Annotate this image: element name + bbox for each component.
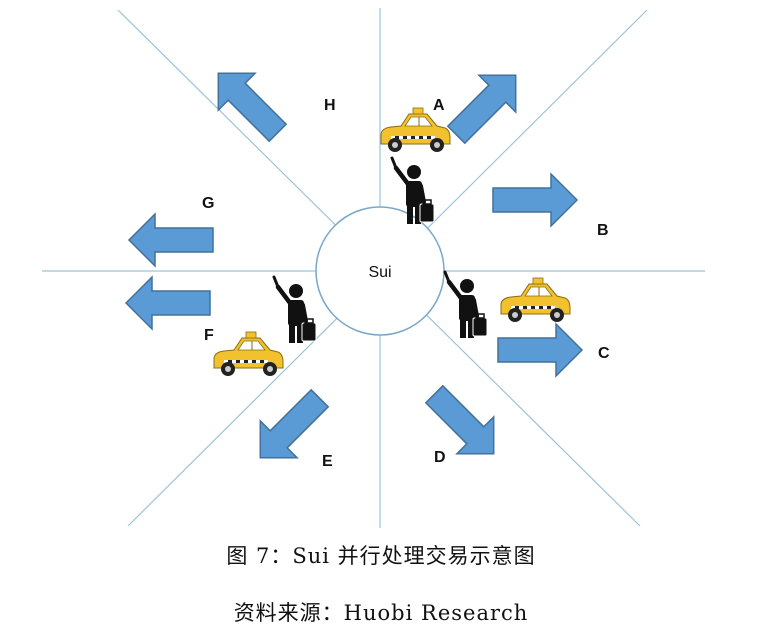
arrow-icon-g xyxy=(128,213,214,267)
source-caption: 资料来源：Huobi Research xyxy=(233,601,529,625)
sector-label-a: A xyxy=(433,97,445,114)
arrow-icon-c xyxy=(497,323,583,377)
sector-label-h: H xyxy=(324,97,336,114)
passenger-icon-2 xyxy=(445,272,487,338)
sector-label-e: E xyxy=(322,453,333,470)
sui-hub-label: Sui xyxy=(368,264,391,281)
taxi-icon-c xyxy=(500,277,571,323)
arrow-icon-h xyxy=(199,54,297,152)
arrow-icon-f xyxy=(125,276,211,330)
arrow-icon-b xyxy=(492,173,578,227)
taxi-icon-a xyxy=(380,107,451,153)
passenger-icon-3 xyxy=(274,277,316,343)
figure-caption: 图 7：Sui 并行处理交易示意图 xyxy=(226,544,536,568)
parallel-processing-diagram: Sui A B C D E F G H xyxy=(42,8,705,528)
sector-label-c: C xyxy=(598,345,610,362)
taxi-icon-f xyxy=(213,331,284,377)
sector-labels: A B C D E F G H xyxy=(202,97,610,470)
sector-label-g: G xyxy=(202,195,214,212)
sector-label-f: F xyxy=(204,327,214,344)
sector-label-d: D xyxy=(434,449,446,466)
arrow-icon-a xyxy=(437,56,535,154)
arrow-icon-d xyxy=(415,375,513,473)
sector-label-b: B xyxy=(597,222,609,239)
